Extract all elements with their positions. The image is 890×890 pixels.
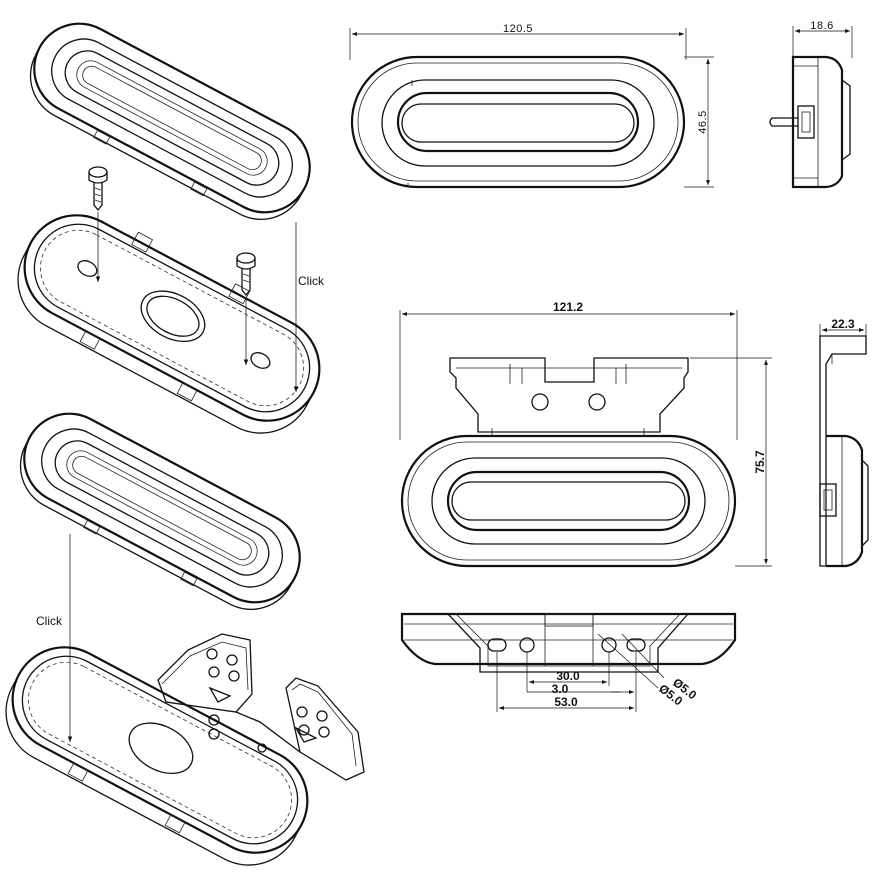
dim-hole-53: 53.0 [554,695,578,709]
iso-lamp-bracket: Click [5,412,365,866]
iso-lamp-exploded: Click [17,22,325,434]
front-view-with-bracket: 121.2 75.7 [399,300,772,568]
click-label-bottom: Click [36,614,63,628]
side-view-lamp: 18.6 [769,20,853,189]
dim-mid-width: 121.2 [553,300,583,314]
click-label-top: Click [298,274,325,288]
dim-hole-30: 30.0 [556,669,580,683]
mounting-bracket-iso [157,633,365,781]
dim-mid-depth: 22.3 [831,317,855,331]
bottom-view-holes: Ø5.0 Ø5.0 30.0 3.0 53.0 [400,612,737,712]
dim-top-depth: 18.6 [810,20,833,32]
dim-mid-height: 75.7 [753,450,767,474]
screw-right [236,252,256,365]
front-view-lamp: 120.5 46.5 [349,23,714,189]
dim-top-width: 120.5 [503,23,533,35]
dim-top-height: 46.5 [697,110,709,133]
screw-left [88,166,108,282]
dim-hole-3: 3.0 [552,682,569,696]
side-view-with-bracket: 22.3 [819,317,869,568]
